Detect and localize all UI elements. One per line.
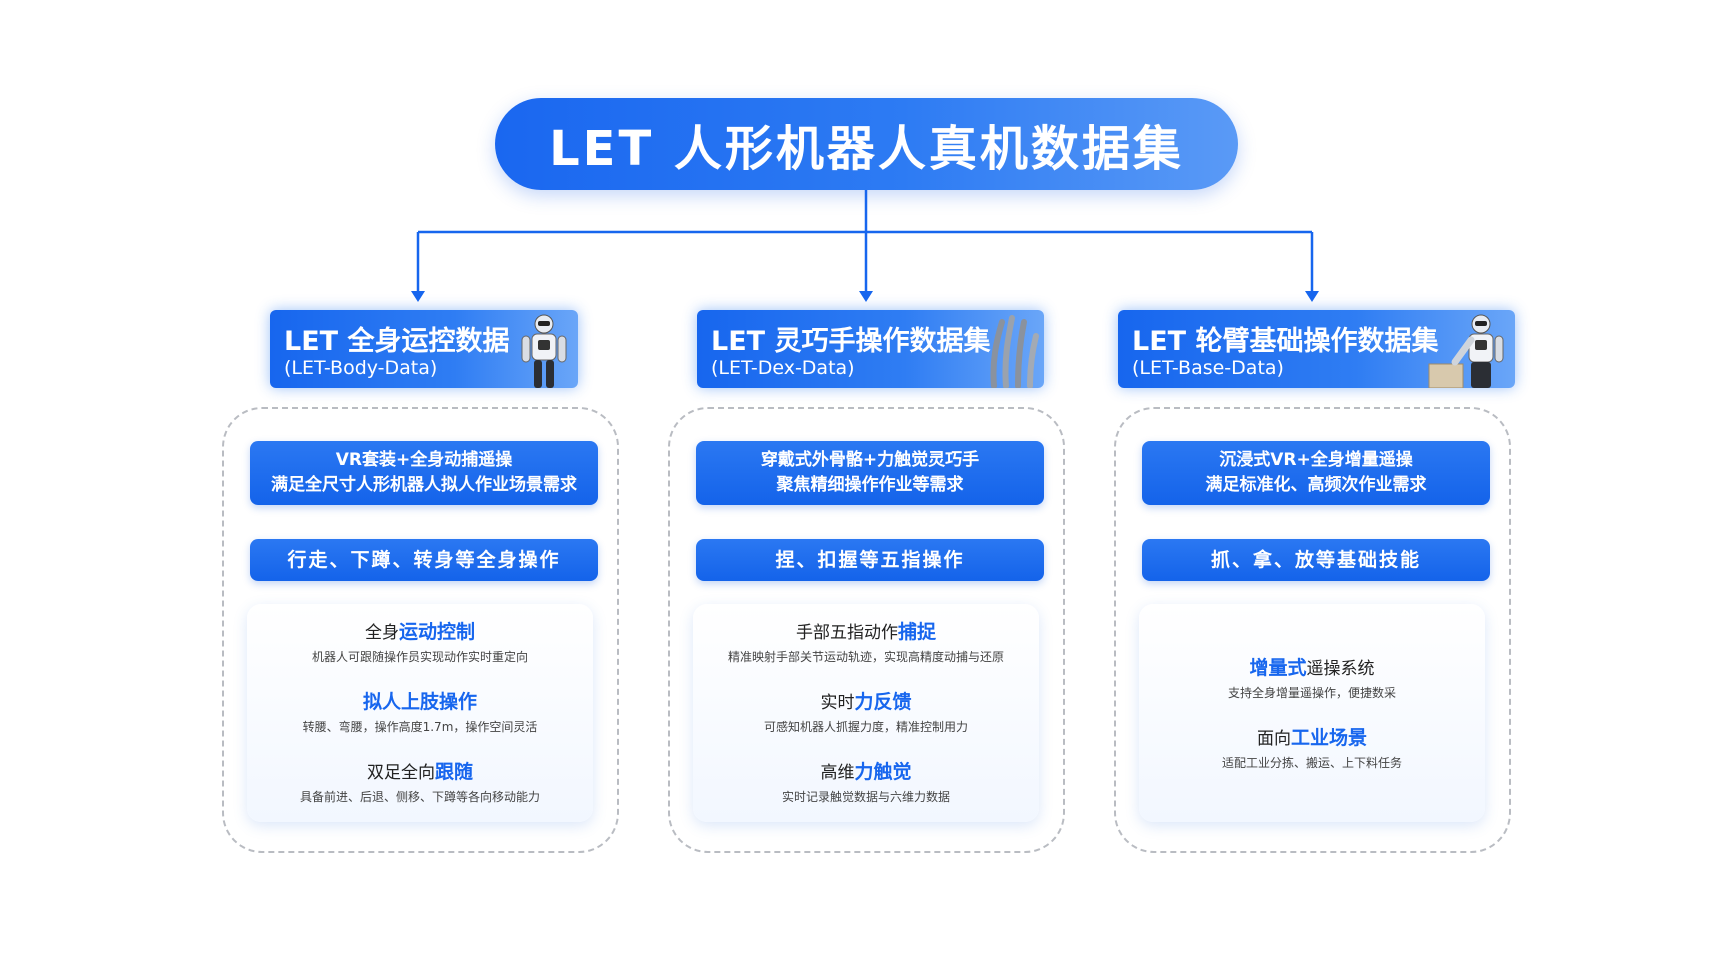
feature-highlight: 捕捉 [897, 621, 936, 643]
tag-line: 聚焦精细操作作业等需求 [776, 475, 964, 495]
feature-title: 全身运动控制 [364, 621, 475, 643]
arrow-head-dex [859, 291, 873, 302]
tag-line: VR套装+全身动捕遥操 [335, 450, 513, 470]
feature-desc: 具备前进、后退、侧移、下蹲等各向移动能力 [299, 790, 540, 804]
feature-highlight: 力触觉 [854, 761, 912, 783]
feature-desc: 支持全身增量遥操作，便捷数采 [1227, 686, 1396, 700]
feature-desc: 实时记录触觉数据与六维力数据 [781, 790, 950, 804]
feature-item: 增量式遥操系统 支持全身增量遥操作，便捷数采 [1139, 654, 1485, 701]
header-title: LET 轮臂基础操作数据集 [1132, 326, 1439, 357]
header-title: LET 全身运控数据 [284, 326, 510, 357]
header-dex-data: LET 灵巧手操作数据集 (LET-Dex-Data) [697, 310, 1044, 388]
tag-dex-method: 穿戴式外骨骼+力触觉灵巧手 聚焦精细操作作业等需求 [696, 441, 1044, 505]
header-base-data: LET 轮臂基础操作数据集 (LET-Base-Data) [1118, 310, 1515, 388]
feature-item: 高维力触觉 实时记录触觉数据与六维力数据 [693, 758, 1039, 805]
feature-item: 双足全向跟随 具备前进、后退、侧移、下蹲等各向移动能力 [247, 758, 593, 805]
header-title: LET 灵巧手操作数据集 [711, 326, 991, 357]
header-subtitle: (LET-Dex-Data) [711, 357, 855, 379]
tag-line: 满足标准化、高频次作业需求 [1205, 475, 1427, 495]
feature-title: 手部五指动作捕捉 [795, 621, 936, 643]
feature-highlight: 工业场景 [1290, 727, 1367, 749]
dexterous-hand-icon [990, 315, 1039, 388]
column-frame-dex [668, 407, 1065, 853]
tag-base-operations: 抓、拿、放等基础技能 [1142, 539, 1490, 581]
feature-item: 实时力反馈 可感知机器人抓握力度，精准控制用力 [693, 688, 1039, 735]
column-frame-body [222, 407, 619, 853]
feature-highlight: 跟随 [434, 761, 473, 783]
feature-item: 手部五指动作捕捉 精准映射手部关节运动轨迹，实现高精度动捕与还原 [693, 618, 1039, 665]
tag-dex-operations: 捏、扣握等五指操作 [696, 539, 1044, 581]
feature-box-body: 全身运动控制 机器人可跟随操作员实现动作实时重定向 拟人上肢操作 转腰、弯腰，操… [247, 604, 593, 822]
feature-desc: 机器人可跟随操作员实现动作实时重定向 [311, 650, 528, 664]
feature-title: 高维力触觉 [820, 761, 912, 783]
feature-title: 拟人上肢操作 [247, 688, 593, 716]
feature-title: 面向工业场景 [1256, 727, 1367, 749]
feature-box-base: 增量式遥操系统 支持全身增量遥操作，便捷数采 面向工业场景 适配工业分拣、搬运、… [1139, 604, 1485, 822]
feature-title: 实时力反馈 [820, 691, 912, 713]
feature-desc: 适配工业分拣、搬运、上下料任务 [1221, 756, 1402, 770]
feature-highlight: 运动控制 [398, 621, 475, 643]
arrow-head-base [1305, 291, 1319, 302]
humanoid-robot-icon [521, 314, 567, 388]
arrow-head-body [411, 291, 425, 302]
tag-line: 满足全尺寸人形机器人拟人作业场景需求 [271, 475, 577, 495]
feature-desc: 精准映射手部关节运动轨迹，实现高精度动捕与还原 [727, 650, 1004, 664]
header-subtitle: (LET-Body-Data) [284, 357, 438, 379]
feature-desc: 可感知机器人抓握力度，精准控制用力 [763, 720, 968, 734]
feature-title: 双足全向跟随 [366, 761, 473, 783]
header-subtitle: (LET-Base-Data) [1132, 357, 1284, 379]
feature-box-dex: 手部五指动作捕捉 精准映射手部关节运动轨迹，实现高精度动捕与还原 实时力反馈 可… [693, 604, 1039, 822]
feature-highlight: 增量式 [1249, 657, 1307, 679]
feature-desc: 转腰、弯腰，操作高度1.7m，操作空间灵活 [302, 720, 538, 734]
tag-body-operations: 行走、下蹲、转身等全身操作 [250, 539, 598, 581]
feature-highlight: 拟人上肢操作 [362, 691, 477, 713]
main-title: LET 人形机器人真机数据集 [495, 98, 1238, 190]
feature-item: 全身运动控制 机器人可跟随操作员实现动作实时重定向 [247, 618, 593, 665]
column-frame-base [1114, 407, 1511, 853]
tag-base-method: 沉浸式VR+全身增量遥操 满足标准化、高频次作业需求 [1142, 441, 1490, 505]
feature-highlight: 力反馈 [854, 691, 912, 713]
feature-item: 面向工业场景 适配工业分拣、搬运、上下料任务 [1139, 724, 1485, 771]
wheeled-robot-icon [1428, 314, 1504, 388]
feature-item: 拟人上肢操作 转腰、弯腰，操作高度1.7m，操作空间灵活 [247, 688, 593, 735]
feature-title: 增量式遥操系统 [1249, 657, 1375, 679]
header-body-data: LET 全身运控数据 (LET-Body-Data) [270, 310, 578, 388]
tag-line: 穿戴式外骨骼+力触觉灵巧手 [760, 450, 980, 470]
tag-line: 沉浸式VR+全身增量遥操 [1219, 450, 1413, 470]
tag-body-method: VR套装+全身动捕遥操 满足全尺寸人形机器人拟人作业场景需求 [250, 441, 598, 505]
